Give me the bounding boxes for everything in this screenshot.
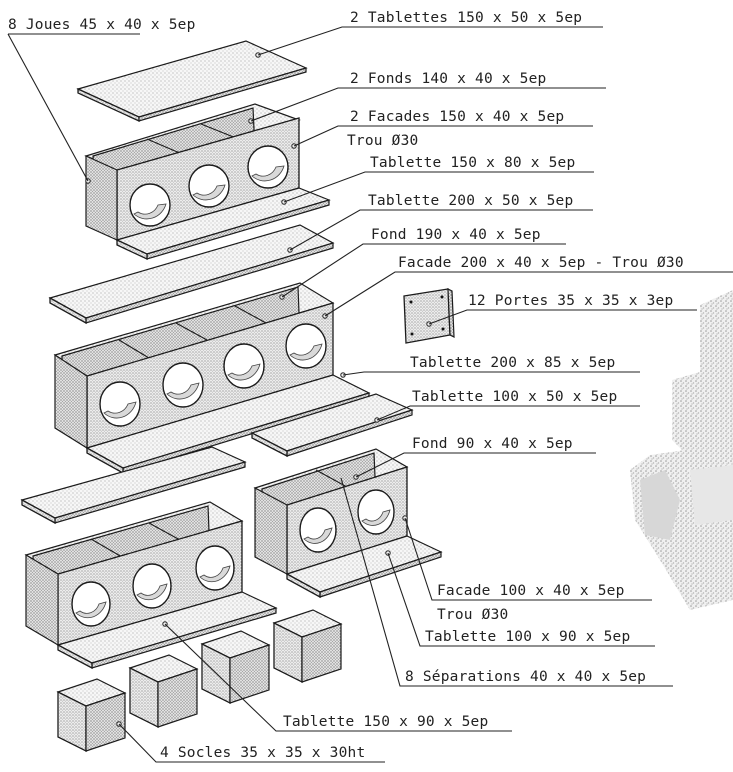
label-facade-200x40: Facade 200 x 40 x 5ep - Trou Ø30 — [398, 255, 684, 271]
label-fonds-140x40: 2 Fonds 140 x 40 x 5ep — [350, 71, 546, 87]
label-tablette-200x50: Tablette 200 x 50 x 5ep — [368, 193, 573, 209]
label-socles: 4 Socles 35 x 35 x 30ht — [160, 745, 365, 761]
label-joues: 8 Joues 45 x 40 x 5ep — [8, 17, 196, 33]
hole — [195, 545, 235, 591]
label-tablettes-150x50: 2 Tablettes 150 x 50 x 5ep — [350, 10, 582, 26]
hole — [188, 164, 230, 208]
hole — [357, 489, 395, 535]
label-separations: 8 Séparations 40 x 40 x 5ep — [405, 669, 646, 685]
leader-lines — [7, 26, 733, 763]
middle-shelf-200x50 — [48, 224, 335, 325]
label-facade-100x40: Facade 100 x 40 x 5ep — [437, 583, 625, 599]
hole — [247, 145, 289, 189]
hole — [162, 362, 204, 408]
hole — [129, 183, 171, 227]
socle-cube — [272, 609, 343, 684]
hole — [132, 563, 172, 609]
label-tablette-100x50: Tablette 100 x 50 x 5ep — [412, 389, 617, 405]
label-portes: 12 Portes 35 x 35 x 3ep — [468, 293, 673, 309]
labels: 8 Joues 45 x 40 x 5ep 2 Tablettes 150 x … — [8, 10, 684, 761]
bottom-shelf-150x50 — [20, 446, 247, 525]
socle-cube — [56, 678, 127, 753]
photo-fragment — [630, 290, 733, 610]
middle-box-4-holes — [53, 282, 371, 475]
bottom-box-3-holes — [24, 501, 278, 670]
label-tablette-150x80: Tablette 150 x 80 x 5ep — [370, 155, 575, 171]
top-shelf-150x50 — [76, 40, 308, 123]
hole — [285, 323, 327, 369]
label-fond-90x40: Fond 90 x 40 x 5ep — [412, 436, 573, 452]
hole — [299, 507, 337, 553]
label-tablette-150x90: Tablette 150 x 90 x 5ep — [283, 714, 488, 730]
label-tablette-200x85: Tablette 200 x 85 x 5ep — [410, 355, 615, 371]
label-fond-190x40: Fond 190 x 40 x 5ep — [371, 227, 541, 243]
hole — [223, 343, 265, 389]
label-trou-top: Trou Ø30 — [347, 133, 418, 149]
door-panel-35x35 — [403, 288, 455, 344]
top-box-3-holes — [84, 103, 331, 261]
label-trou-small: Trou Ø30 — [437, 607, 508, 623]
hole — [99, 381, 141, 427]
small-shelf-100x50 — [250, 393, 414, 458]
label-facades-150x40: 2 Facades 150 x 40 x 5ep — [350, 109, 564, 125]
small-box-2-holes — [253, 448, 443, 599]
socle-cube — [128, 654, 199, 729]
label-tablette-100x90: Tablette 100 x 90 x 5ep — [425, 629, 630, 645]
hole — [71, 581, 111, 627]
